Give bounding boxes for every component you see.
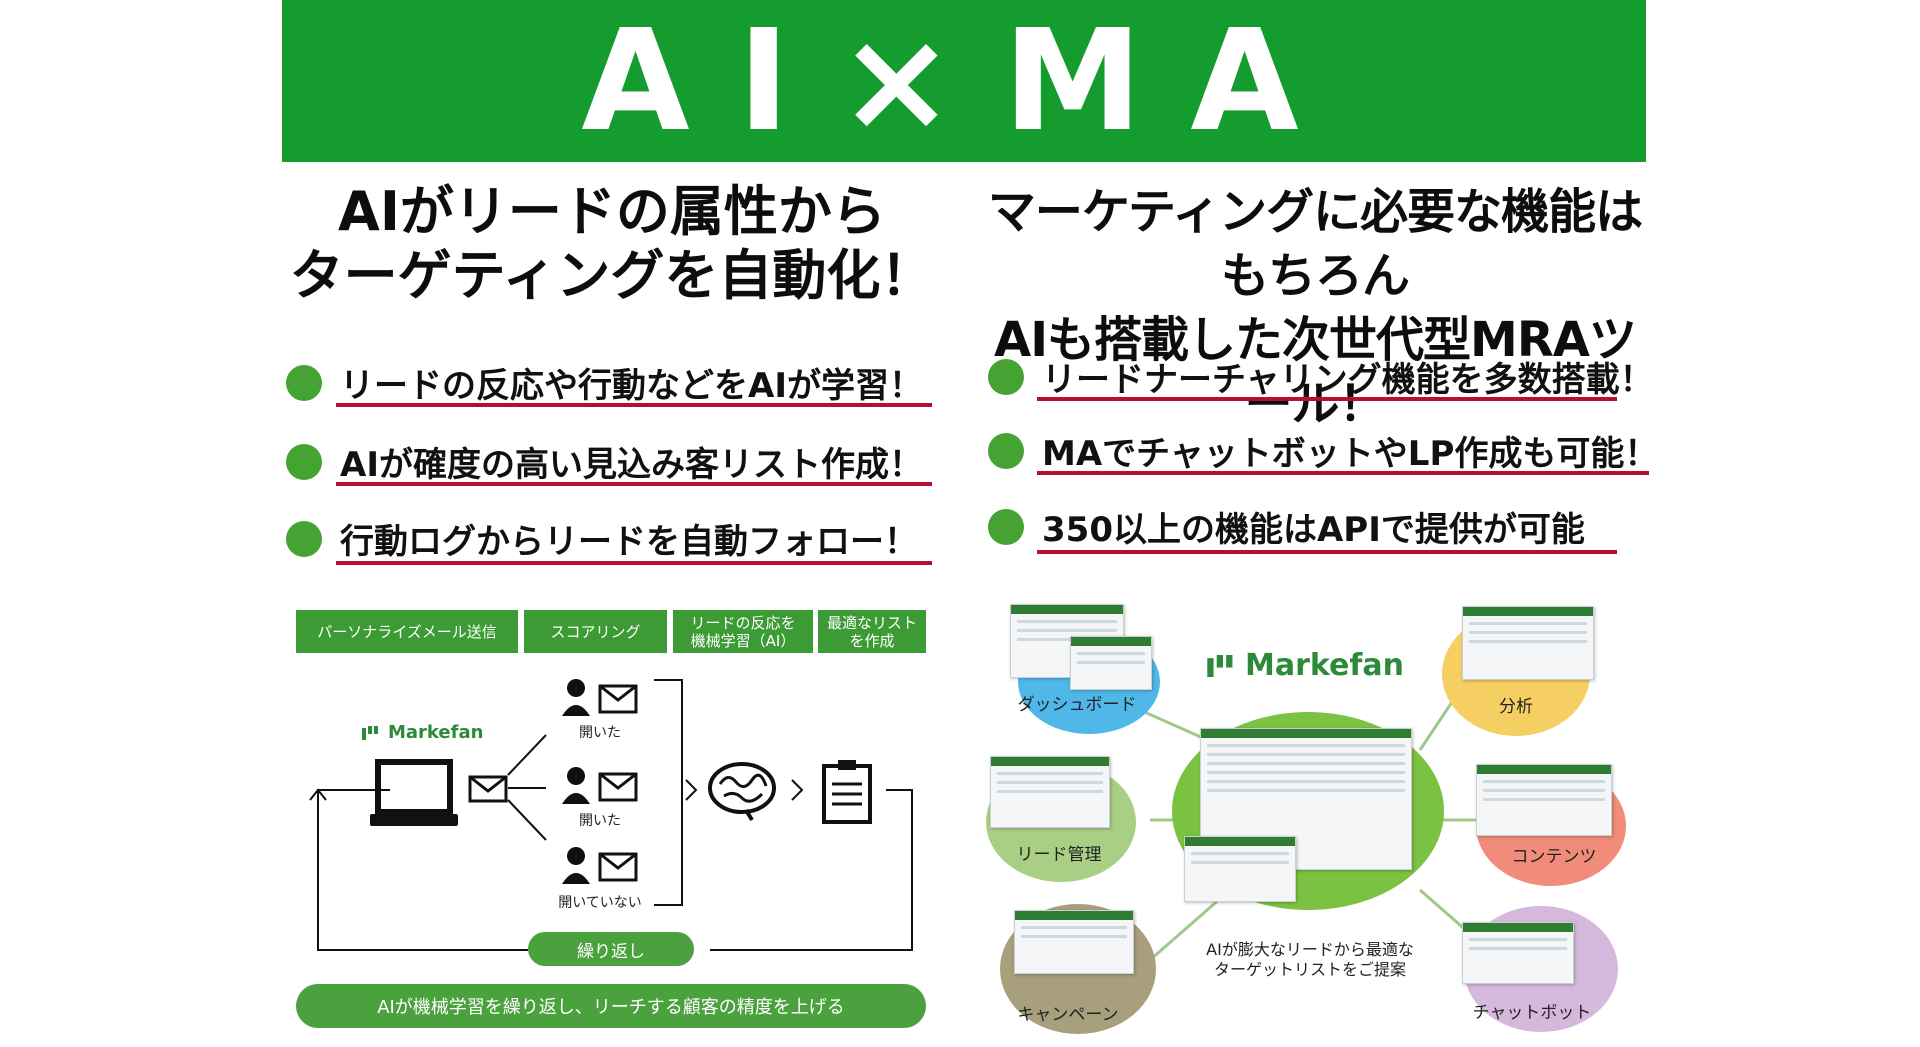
left-bullet-2-text: AIが確度の高い見込み客リスト作成！ [340, 445, 923, 485]
analysis-screenshot [1462, 606, 1594, 680]
left-bullet-3-underline [336, 561, 932, 565]
tag-optimal-list-line2: を作成 [849, 631, 895, 650]
left-bullet-1-underline [336, 403, 932, 407]
markefan-logo-large-text: Markefan [1245, 648, 1405, 683]
tag-personalized-mail: パーソナライズメール送信 [296, 610, 518, 653]
markefan-logo-large: Markefan [1207, 648, 1404, 683]
center-caption-line1: AIが膨大なリードから最適な [1206, 940, 1414, 959]
right-bullet-1-underline [1037, 397, 1617, 401]
center-caption: AIが膨大なリードから最適な ターゲットリストをご提案 [1180, 940, 1440, 980]
right-headline-line1: マーケティングに必要な機能はもちろん [987, 184, 1643, 304]
left-bullet-3: 行動ログからリードを自動フォロー！ [286, 514, 918, 563]
contents-screenshot [1476, 764, 1612, 836]
label-lead-management: リード管理 [1016, 845, 1102, 865]
left-bullet-1-text: リードの反応や行動などをAIが学習！ [340, 366, 923, 406]
left-bullet-1: リードの反応や行動などをAIが学習！ [286, 358, 923, 407]
tag-optimal-list: 最適なリスト を作成 [818, 610, 926, 653]
flow-diagram-lines [309, 679, 913, 951]
laptop-icon [370, 759, 458, 826]
main-app-screenshot-inset [1184, 836, 1296, 902]
right-bullet-2-text: MAでチャットボットやLP作成も可能！ [1042, 434, 1659, 474]
envelope-icon [468, 775, 508, 803]
bullet-dot-icon [286, 364, 322, 401]
right-bullet-3-text: 350以上の機能はAPIで提供が可能 [1042, 510, 1585, 550]
loop-label: 繰り返し [528, 932, 694, 966]
label-analysis: 分析 [1499, 697, 1533, 717]
chatbot-screenshot [1462, 922, 1574, 984]
bullet-dot-icon [286, 520, 322, 557]
header-banner [282, 0, 1646, 162]
left-bullet-2: AIが確度の高い見込み客リスト作成！ [286, 437, 923, 486]
center-caption-line2: ターゲットリストをご提案 [1213, 960, 1406, 979]
bullet-dot-icon [988, 358, 1024, 395]
right-bullet-1-text: リードナーチャリング機能を多数搭載！ [1042, 360, 1654, 400]
left-headline-line2: ターゲティングを自動化！ [289, 244, 935, 307]
label-campaign: キャンペーン [1017, 1005, 1119, 1025]
right-bullet-2: MAでチャットボットやLP作成も可能！ [988, 426, 1658, 475]
dashboard-screenshot-2 [1070, 636, 1152, 690]
clipboard-icon [822, 760, 872, 824]
right-headline: マーケティングに必要な機能はもちろん AIも搭載した次世代型MRAツール！ [985, 180, 1645, 436]
right-headline-line2: AIも搭載した次世代型MRAツール！ [994, 312, 1637, 432]
markefan-mark-icon [362, 725, 378, 740]
label-dashboard: ダッシュボード [1017, 695, 1137, 715]
right-bullet-3-underline [1037, 550, 1617, 554]
campaign-screenshot [1014, 910, 1134, 974]
tag-optimal-list-line1: 最適なリスト [826, 613, 917, 632]
markefan-logo-small-text: Markefan [388, 722, 484, 743]
tag-machine-learning-line1: リードの反応を [690, 613, 796, 632]
markefan-logo-small: Markefan [362, 722, 483, 743]
person-not-opened-icon [562, 847, 638, 884]
bullet-dot-icon [286, 443, 322, 480]
bullet-dot-icon [988, 508, 1024, 545]
lead-management-screenshot [990, 756, 1110, 828]
label-contents: コンテンツ [1511, 847, 1597, 867]
tag-scoring: スコアリング [524, 610, 667, 653]
bullet-dot-icon [988, 432, 1024, 469]
person-opened-icon-1 [562, 679, 638, 716]
caption-opened-2: 開いた [579, 813, 621, 829]
caption-opened-1: 開いた [579, 725, 621, 741]
person-opened-icon-2 [562, 767, 638, 804]
left-bullet-3-text: 行動ログからリードを自動フォロー！ [340, 522, 918, 562]
brain-icon [708, 762, 776, 822]
left-headline: AIがリードの属性から ターゲティングを自動化！ [282, 180, 942, 308]
left-bullet-2-underline [336, 482, 932, 486]
caption-not-opened: 開いていない [558, 895, 642, 911]
markefan-mark-icon [1207, 654, 1233, 677]
right-bullet-3: 350以上の機能はAPIで提供が可能 [988, 502, 1585, 551]
tag-machine-learning: リードの反応を 機械学習（AI） [673, 610, 813, 653]
tag-machine-learning-line2: 機械学習（AI） [690, 631, 796, 650]
right-bullet-1: リードナーチャリング機能を多数搭載！ [988, 352, 1654, 401]
left-footer-banner: AIが機械学習を繰り返し、リーチする顧客の精度を上げる [296, 984, 926, 1028]
left-headline-line1: AIがリードの属性から [338, 180, 886, 243]
label-chatbot: チャットボット [1472, 1003, 1592, 1023]
banner-title: AI×MA [581, 0, 1347, 163]
right-bullet-2-underline [1037, 471, 1649, 475]
